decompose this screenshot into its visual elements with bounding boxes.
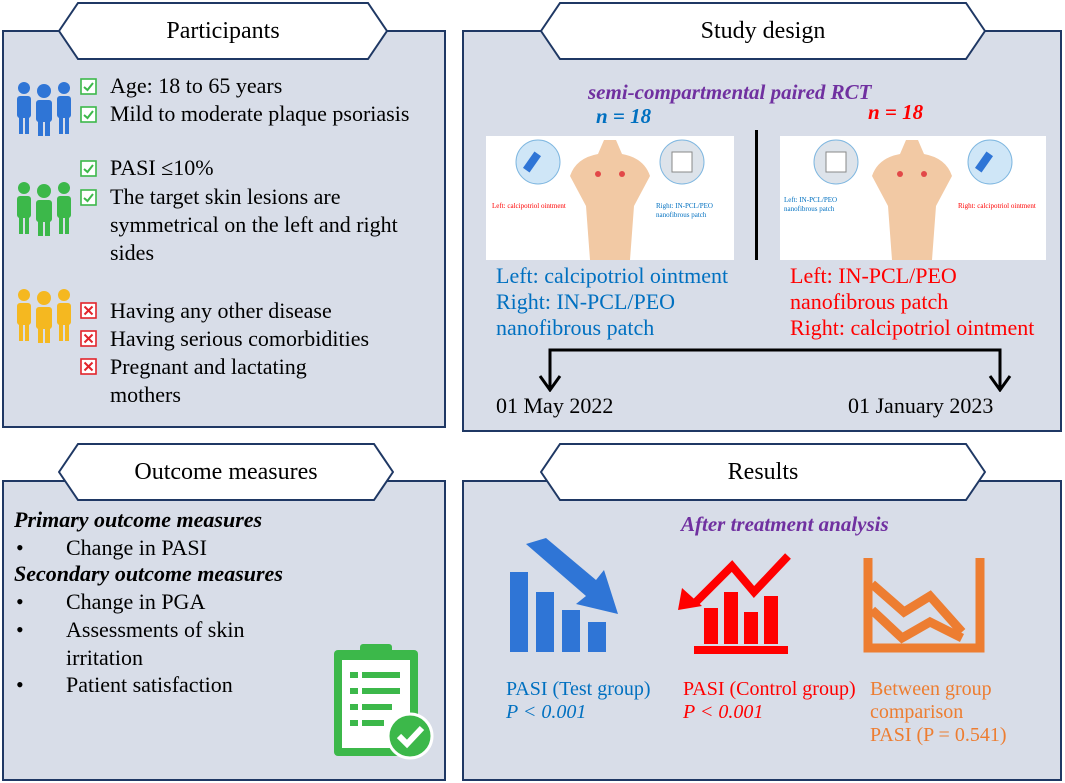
between-group-label: Between group (870, 678, 992, 700)
image-label-right: Right: IN-PCL/PEO nanofibrous patch (656, 202, 713, 219)
results-title: Results (727, 459, 799, 485)
left-group-desc: nanofibrous patch (496, 315, 655, 340)
right-group-desc: Left: IN-PCL/PEO (790, 263, 957, 288)
checkbox-cross-icon (80, 302, 97, 319)
left-illustration: Left: calcipotriol ointment Right: IN-PC… (486, 136, 734, 260)
secondary-item: Change in PGA (66, 589, 206, 614)
timeline-arrows (538, 348, 1012, 392)
study-design-title: Study design (700, 18, 826, 44)
outcome-measures-title: Outcome measures (134, 459, 318, 485)
checkbox-check-icon (80, 106, 97, 123)
primary-heading: Primary outcome measures (14, 507, 263, 532)
inclusion-item: The target skin lesions are symmetrical … (110, 184, 398, 265)
checkbox-check-icon (80, 160, 97, 177)
n-right: n = 18 (868, 100, 924, 124)
checkbox-cross-icon (80, 358, 97, 375)
participants-title: Participants (166, 18, 280, 44)
bullet: • (16, 535, 24, 560)
bullet: • (16, 617, 24, 642)
study-subtitle: semi-compartmental paired RCT (588, 80, 872, 104)
image-label-right: Right: calcipotriol ointment (958, 202, 1036, 210)
torso-illustration (515, 139, 705, 260)
timeline-start-date: 01 May 2022 (496, 393, 614, 418)
control-group-label: PASI (Control group) (683, 678, 856, 700)
study-design-header: Study design (540, 2, 986, 60)
test-group-p: P < 0.001 (506, 701, 587, 723)
hexagon-banner (58, 443, 394, 501)
decreasing-bar-chart-icon (510, 538, 618, 652)
checkbox-check-icon (80, 78, 97, 95)
people-group-yellow-icon (17, 289, 71, 343)
fluctuating-bar-chart-icon (678, 553, 791, 654)
secondary-heading: Secondary outcome measures (14, 561, 283, 586)
n-left: n = 18 (596, 104, 652, 128)
torso-illustration (813, 139, 1013, 260)
control-group-p: P < 0.001 (683, 701, 764, 723)
left-group-desc: Left: calcipotriol ointment (496, 263, 729, 288)
checkbox-check-icon (80, 189, 97, 206)
exclusion-item: Having serious comorbidities (110, 326, 370, 351)
hexagon-banner (540, 2, 986, 60)
results-subtitle: After treatment analysis (681, 512, 889, 536)
between-group-p: PASI (P = 0.541) (870, 724, 1007, 746)
bullet: • (16, 589, 24, 614)
exclusion-item: Having any other disease (110, 298, 332, 323)
bullet: • (16, 672, 24, 697)
primary-item: Change in PASI (66, 535, 207, 560)
between-group-label: comparison (870, 701, 964, 723)
vertical-divider (755, 130, 758, 260)
left-group-desc: Right: IN-PCL/PEO (496, 289, 676, 314)
image-label-left: Left: IN-PCL/PEO nanofibrous patch (784, 196, 838, 213)
right-group-desc: Right: calcipotriol ointment (790, 315, 1035, 340)
right-illustration: Left: IN-PCL/PEO nanofibrous patch Right… (780, 136, 1046, 260)
inclusion-item: Age: 18 to 65 years (110, 73, 283, 98)
people-group-green-icon (17, 182, 71, 236)
secondary-item: Assessments of skin irritation (66, 617, 245, 670)
clipboard-check-icon (334, 644, 434, 760)
people-group-blue-icon (17, 82, 71, 136)
inclusion-item: PASI ≤10% (110, 155, 214, 180)
participants-header: Participants (58, 2, 388, 60)
secondary-item: Patient satisfaction (66, 672, 233, 697)
outcome-measures-header: Outcome measures (58, 443, 394, 501)
inclusion-item: Mild to moderate plaque psoriasis (110, 101, 410, 126)
participants-panel (2, 30, 446, 428)
exclusion-item: Pregnant and lactating mothers (110, 354, 307, 407)
image-label-left: Left: calcipotriol ointment (492, 202, 566, 210)
checkbox-cross-icon (80, 330, 97, 347)
line-comparison-icon (863, 558, 985, 653)
right-group-desc: nanofibrous patch (790, 289, 949, 314)
test-group-label: PASI (Test group) (506, 678, 651, 700)
timeline-end-date: 01 January 2023 (848, 393, 994, 418)
hexagon-banner (58, 2, 388, 60)
hexagon-banner (540, 443, 986, 501)
results-header: Results (540, 443, 986, 501)
